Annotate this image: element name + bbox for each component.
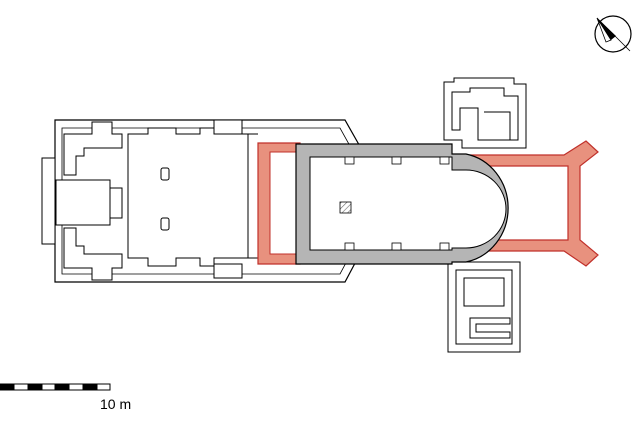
east-transept-red — [469, 140, 599, 267]
nave-core-grey — [295, 143, 509, 265]
west-hall — [127, 119, 258, 279]
scale-bar-label: 10 m — [100, 396, 132, 412]
west-narthex-red — [257, 142, 301, 265]
scale-bar — [0, 383, 111, 391]
west-towers — [41, 121, 123, 281]
north-chapel — [443, 77, 527, 149]
south-chapel — [447, 261, 521, 353]
north-arrow-icon — [594, 15, 632, 53]
